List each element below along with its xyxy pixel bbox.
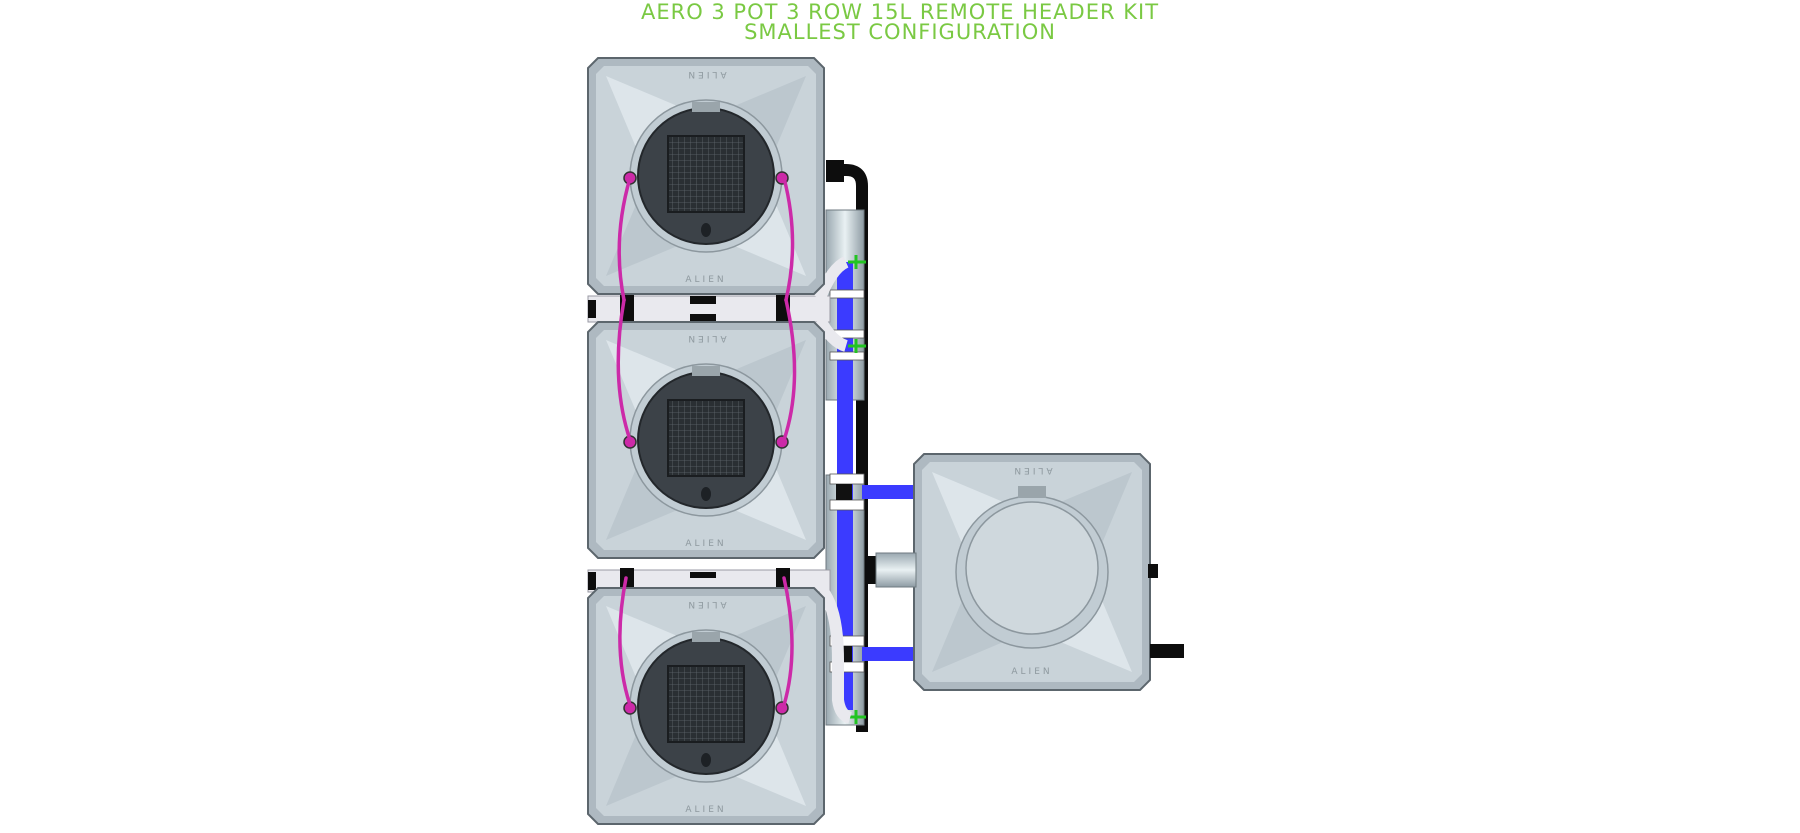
pot-brand-top: ALIEN [685,69,726,79]
title-line-2: SMALLEST CONFIGURATION [744,20,1056,44]
reservoir-drain-valve [1150,644,1184,658]
mesh-basket [667,135,745,213]
reservoir-port [1148,564,1158,578]
green-fitting [848,255,866,724]
reservoir-brand-top: ALIEN [1011,465,1052,475]
pot-3: ALIEN ALIEN [587,587,825,825]
reservoir-brand-bottom: ALIEN [1011,667,1052,677]
pot-brand-bottom: ALIEN [685,539,726,549]
pot-brand-bottom: ALIEN [685,805,726,815]
pot-1: ALIEN ALIEN [587,57,825,295]
pot-brand-bottom: ALIEN [685,275,726,285]
title-line-1: AERO 3 POT 3 ROW 15L REMOTE HEADER KIT [640,0,1160,24]
pot-2: ALIEN ALIEN [587,321,825,559]
reservoir: ALIEN ALIEN [913,453,1151,691]
reservoir-outlet [875,552,917,588]
pot-brand-top: ALIEN [685,333,726,343]
feed-tubes [616,176,797,707]
pot-brand-top: ALIEN [685,599,726,609]
mesh-basket [667,665,745,743]
mesh-basket [667,399,745,477]
